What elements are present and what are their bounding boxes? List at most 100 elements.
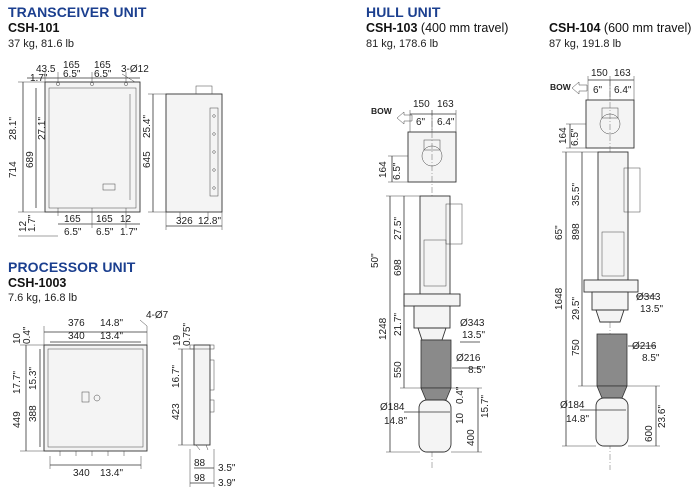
c103-dim-d216: Ø216	[456, 353, 481, 364]
c103-dim-smin: 0.4"	[455, 386, 466, 404]
processor-front-view	[20, 319, 148, 469]
pr-dim-shin: 16.7"	[171, 365, 182, 388]
pr-dim-h1in: 17.7"	[12, 371, 23, 394]
csh103-bow-label: BOW	[371, 106, 393, 116]
csh103-title: CSH-103 (400 mm travel)	[366, 21, 508, 35]
c103-dim-mid: 21.7"	[393, 313, 404, 336]
tx-dim-b1in: 6.5"	[64, 227, 82, 238]
csh103-travel: (400 mm travel)	[420, 21, 509, 35]
pr-dim-d1in: 3.5"	[218, 463, 236, 474]
tx-dim-hole: 3-Ø12	[121, 64, 149, 75]
tx-dim-t1in: 1.7"	[30, 73, 48, 84]
c104-dim-tr: 600	[644, 425, 655, 442]
c104-dim-lower: 750	[571, 339, 582, 356]
c103-dim-bin: 6.4"	[437, 117, 455, 128]
c104-dim-d184: Ø184	[560, 400, 585, 411]
csh104-upper-section	[597, 151, 629, 281]
tx-dim-t3: 165	[94, 60, 111, 71]
c104-dim-trin: 23.6"	[657, 405, 668, 428]
c103-dim-lower: 550	[393, 361, 404, 378]
c104-dim-bin: 6.4"	[614, 85, 632, 96]
transceiver-model: CSH-101	[8, 21, 60, 35]
c103-dim-d343in: 13.5"	[462, 330, 485, 341]
tx-dim-h1in: 28.1"	[8, 117, 19, 140]
tx-dim-h2: 689	[25, 151, 36, 168]
tx-dim-sideh: 645	[142, 151, 153, 168]
c103-dim-b: 163	[437, 99, 454, 110]
pr-dim-w1: 376	[68, 318, 85, 329]
tx-dim-sidehin: 25.4"	[142, 115, 153, 138]
pr-dim-h1: 449	[12, 411, 23, 428]
pr-dim-w2: 340	[68, 331, 85, 342]
c103-dim-d216in: 8.5"	[468, 365, 486, 376]
tx-dim-h2in: 27.1"	[37, 117, 48, 140]
c104-dim-d184in: 14.8"	[566, 414, 589, 425]
pr-dim-sh: 423	[171, 403, 182, 420]
c104-dim-upperin: 35.5"	[571, 183, 582, 206]
csh104-weight: 87 kg, 191.8 lb	[549, 38, 622, 50]
transceiver-side-body	[165, 93, 223, 213]
csh104-model: CSH-104	[549, 21, 601, 35]
csh104-transducer	[596, 333, 628, 387]
c104-dim-total: 1648	[554, 287, 565, 310]
c103-dim-totalin: 50"	[370, 253, 381, 268]
transceiver-weight: 37 kg, 81.6 lb	[8, 38, 75, 50]
csh103-flange	[403, 293, 461, 307]
tx-dim-depthin: 12.8"	[198, 216, 221, 227]
c103-dim-d343: Ø343	[460, 318, 485, 329]
processor-side-view	[178, 344, 215, 487]
c104-dim-fin: 6.5"	[570, 128, 581, 146]
c104-dim-f: 164	[558, 127, 569, 144]
tx-dim-b3: 12	[120, 214, 132, 225]
pr-dim-topin: 0.4"	[22, 326, 33, 344]
c104-dim-a: 150	[591, 68, 608, 79]
c103-dim-upper: 698	[393, 259, 404, 276]
processor-side-body	[193, 344, 211, 446]
csh104-travel: (600 mm travel)	[603, 21, 692, 35]
csh104-drawing	[562, 76, 660, 470]
c103-dim-f: 164	[378, 161, 389, 178]
tx-dim-leftb: 12	[18, 220, 29, 232]
csh103-transducer	[420, 339, 452, 389]
pr-dim-hole: 4-Ø7	[146, 310, 169, 321]
processor-weight: 7.6 kg, 16.8 lb	[8, 292, 78, 304]
processor-heading: PROCESSOR UNIT	[8, 259, 136, 275]
pr-dim-d1: 88	[194, 458, 206, 469]
c104-dim-b: 163	[614, 68, 631, 79]
pr-dim-d2in: 3.9"	[218, 478, 236, 489]
tx-dim-b1: 165	[64, 214, 81, 225]
c104-dim-d216: Ø216	[632, 341, 657, 352]
c103-dim-upperin: 27.5"	[393, 217, 404, 240]
csh104-flange	[583, 279, 639, 293]
c103-dim-total: 1248	[378, 317, 389, 340]
transceiver-heading: TRANSCEIVER UNIT	[8, 4, 147, 20]
processor-front-body	[43, 344, 148, 452]
pr-dim-w1in: 14.8"	[100, 318, 123, 329]
csh103-weight: 81 kg, 178.6 lb	[366, 38, 439, 50]
csh103-model: CSH-103	[366, 21, 418, 35]
c103-dim-trin: 15.7"	[480, 395, 491, 418]
c104-dim-totalin: 65"	[554, 225, 565, 240]
csh104-title: CSH-104 (600 mm travel)	[549, 21, 691, 35]
c104-dim-d343: Ø343	[636, 292, 661, 303]
tx-dim-b3in: 1.7"	[120, 227, 138, 238]
tx-dim-depth: 326	[176, 216, 193, 227]
c104-dim-ain: 6"	[593, 85, 603, 96]
pr-dim-top: 10	[12, 332, 23, 344]
c104-dim-d343in: 13.5"	[640, 304, 663, 315]
pr-dim-d2: 98	[194, 473, 206, 484]
transceiver-front-body	[44, 81, 141, 213]
pr-dim-wbin: 13.4"	[100, 468, 123, 479]
csh103-dome	[418, 399, 452, 453]
tx-dim-h1: 714	[8, 161, 19, 178]
c103-dim-ain: 6"	[416, 117, 426, 128]
pr-dim-h2in: 15.3"	[28, 367, 39, 390]
processor-model: CSH-1003	[8, 276, 67, 290]
csh103-upper-section	[419, 195, 451, 295]
pr-dim-stop: 19	[172, 334, 183, 346]
csh103-drawing	[386, 110, 482, 470]
transceiver-front-view	[18, 72, 141, 237]
tx-dim-t2in: 6.5"	[63, 69, 81, 80]
